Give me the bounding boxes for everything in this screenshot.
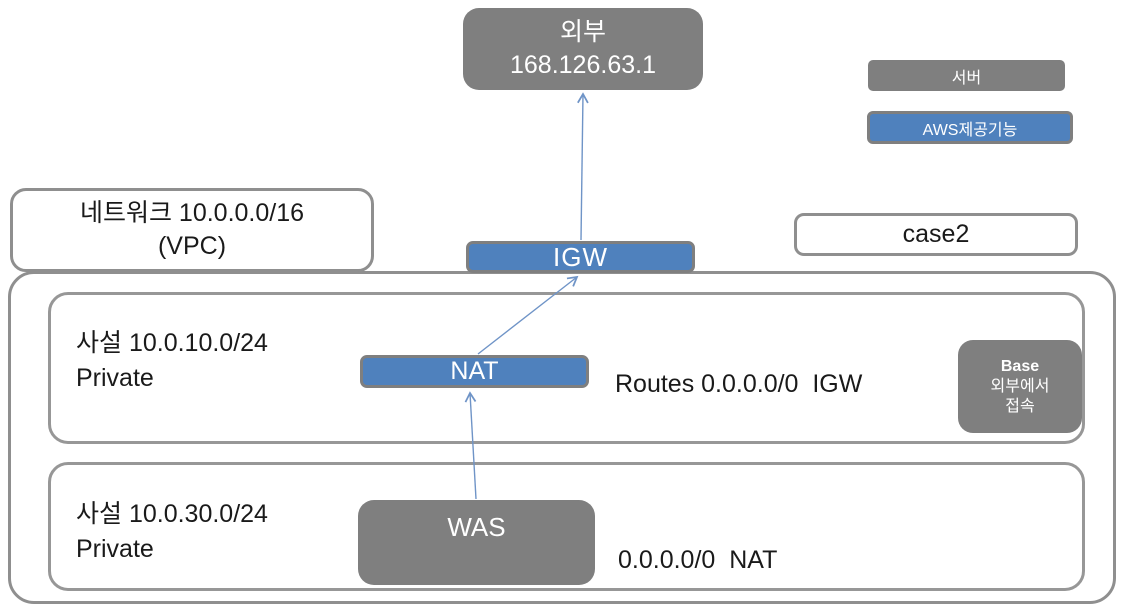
external-node: 외부 168.126.63.1: [463, 8, 703, 90]
base-access-line1: Base: [1000, 357, 1040, 375]
arrow-igw-to-external: [577, 92, 589, 241]
legend-aws-box: AWS제공기능: [867, 111, 1073, 144]
base-access-line2: 외부에서: [990, 377, 1050, 395]
base-access-box: Base 외부에서 접속: [958, 340, 1082, 433]
nat-label: NAT: [450, 357, 499, 385]
vpc-label-line2: (VPC): [157, 232, 227, 260]
subnet2-route-text: 0.0.0.0/0 NAT: [618, 546, 778, 574]
igw-label: IGW: [553, 241, 608, 272]
legend-aws-label: AWS제공기능: [922, 121, 1018, 139]
subnet1-route-text: Routes 0.0.0.0/0 IGW: [615, 370, 863, 398]
nat-box: NAT: [360, 355, 589, 388]
subnet2-type: Private: [76, 535, 154, 563]
legend-server-box: 서버: [868, 60, 1065, 91]
vpc-label-box: 네트워크 10.0.0.0/16 (VPC): [10, 188, 374, 272]
case-label-box: case2: [794, 213, 1078, 256]
legend-server-label: 서버: [951, 69, 982, 87]
igw-box: IGW: [466, 241, 695, 273]
case-label: case2: [902, 220, 970, 248]
external-node-name: 외부: [559, 18, 606, 46]
subnet1-cidr: 사설 10.0.10.0/24: [76, 329, 268, 357]
vpc-label-line1: 네트워크 10.0.0.0/16: [79, 199, 305, 227]
subnet1-type: Private: [76, 364, 154, 392]
base-access-line3: 접속: [1005, 397, 1035, 415]
was-label: WAS: [447, 512, 506, 542]
was-box: WAS: [358, 500, 595, 585]
external-node-ip: 168.126.63.1: [510, 51, 656, 79]
subnet2-cidr: 사설 10.0.30.0/24: [76, 500, 268, 528]
